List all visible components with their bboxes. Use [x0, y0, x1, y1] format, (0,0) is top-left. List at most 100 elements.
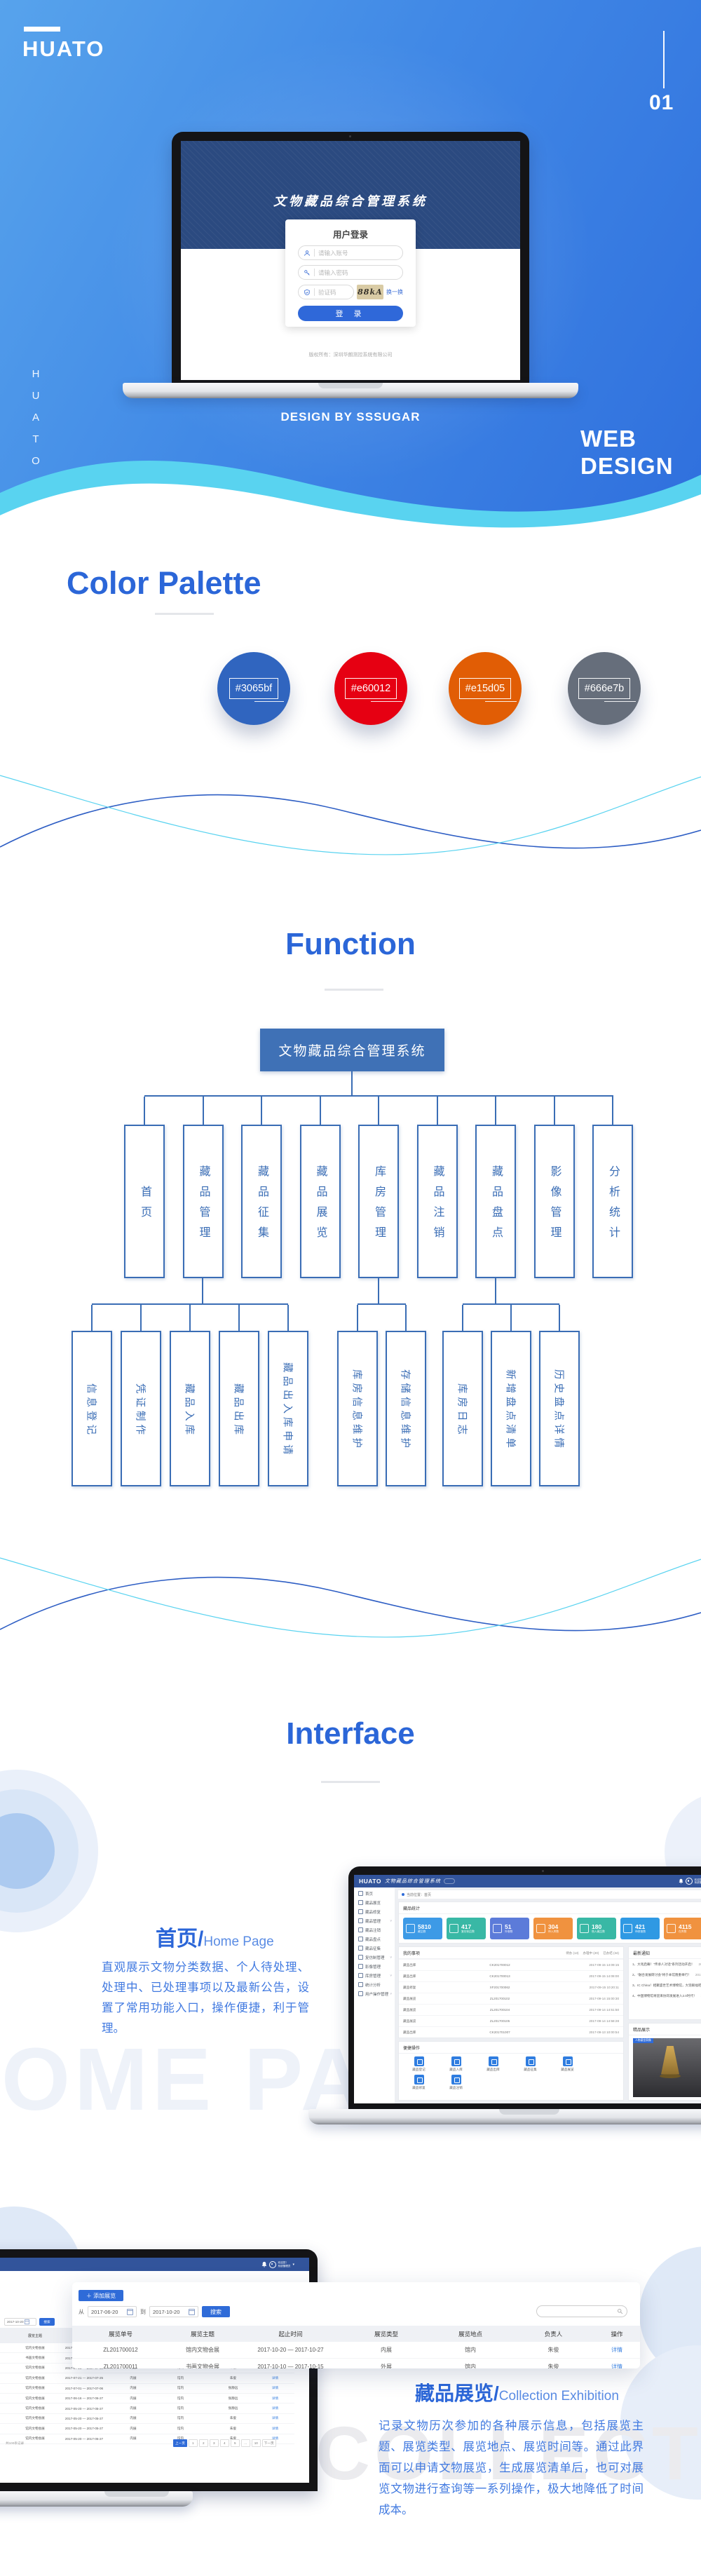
stat-card[interactable]: 5810 藏品数	[403, 1918, 442, 1939]
tasks-tab[interactable]: 已办结 (34)	[603, 1951, 619, 1955]
detail-link[interactable]: 详情	[271, 2426, 279, 2430]
notice-item[interactable]: 3、IC China！相聚盛世艺术博物馆，大饱眼福吧！ 2017-09-10	[629, 1980, 701, 1991]
table-row[interactable]: 馆内文物会展 2017-05-20 — 2017-05-27 内展 馆内 张静远…	[0, 2404, 294, 2414]
task-row[interactable]: 藏品出库 CK201700013 2017-09-15 14:08:00	[399, 1970, 623, 1981]
sidebar-item[interactable]: 藏品修复	[354, 1907, 395, 1916]
detail-link[interactable]: 详情	[271, 2375, 279, 2380]
sidebar-item[interactable]: 藏品管理 ˅	[354, 1916, 395, 1925]
page-button[interactable]: 10	[251, 2439, 261, 2447]
task-row[interactable]: 藏品修复 XF201700062 2017-09-15 10:20:11	[399, 1981, 623, 1993]
task-row[interactable]: 藏品出库 CK201701007 2017-09-13 10:00:54	[399, 2026, 623, 2038]
notice-item[interactable]: 1、大戏启幕！"传承人对话"系列活动开启！ 2017-09-15	[629, 1959, 701, 1970]
stat-card[interactable]: 304 待入库数	[533, 1918, 573, 1939]
detail-link[interactable]: 详情	[611, 2364, 622, 2368]
detail-link[interactable]: 详情	[271, 2416, 279, 2420]
notice-item[interactable]: 2、"融合发展研讨会"将于本馆隆重举行！ 2017-09-12	[629, 1970, 701, 1980]
account-input[interactable]: 请输入账号	[298, 245, 403, 260]
quick-action[interactable]: 藏品出库	[475, 2056, 512, 2072]
table-row[interactable]: 馆内文物会展 2017-07-21 — 2017-07-25 内展 馆内 朱俊 …	[0, 2373, 294, 2384]
page-button[interactable]: 1	[188, 2439, 198, 2447]
stat-card[interactable]: 51 外借数	[490, 1918, 529, 1939]
task-row[interactable]: 藏品出库 CK201700012 2017-09-15 14:09:15	[399, 1959, 623, 1970]
login-button[interactable]: 登 录	[298, 306, 403, 321]
detail-link[interactable]: 详情	[271, 2406, 279, 2411]
showcase-image[interactable]: 人物鎏金铜像	[633, 2038, 701, 2097]
stat-card[interactable]: 421 待修复数	[620, 1918, 660, 1939]
quick-action[interactable]: 藏品修复	[400, 2075, 437, 2090]
sidebar-item[interactable]: 首页	[354, 1889, 395, 1898]
sidebar-item[interactable]: 复仿制管理 ˅	[354, 1953, 395, 1962]
record-total: 共100条记录	[6, 2441, 25, 2445]
task-time: 2017-09-15 10:20:11	[589, 1986, 619, 1989]
quick-action[interactable]: 藏品入库	[437, 2056, 475, 2072]
sidebar-item[interactable]: 用户操作管理 ˅	[354, 1989, 395, 1998]
table-row[interactable]: 馆内文物会展 2017-05-20 — 2017-05-27 内展 馆内 朱俊 …	[0, 2434, 294, 2444]
add-exhibition-button[interactable]: ＋ 添加展览	[79, 2290, 123, 2301]
cell-place: 馆内	[465, 2347, 476, 2353]
from-date-input[interactable]: 2017-06-20	[88, 2306, 137, 2317]
hero-wave	[0, 461, 701, 547]
password-input[interactable]: 请输入密码	[298, 265, 403, 280]
table-row[interactable]: 馆内文物会展 2017-07-01 — 2017-07-06 内展 馆内 张静远…	[0, 2384, 294, 2394]
page-button[interactable]: 2	[198, 2439, 208, 2447]
bell-icon[interactable]	[679, 1878, 683, 1884]
captcha-input[interactable]: 验证码	[298, 285, 354, 299]
exhibition-heading-cn: 藏品展览	[415, 2382, 494, 2404]
page-button[interactable]: 上一页	[173, 2439, 187, 2447]
search-button[interactable]: 搜索	[202, 2306, 230, 2317]
sidebar-item[interactable]: 藏品注销	[354, 1925, 395, 1934]
mini-search-button[interactable]: 搜索	[39, 2318, 55, 2326]
quick-actions-panel: 便捷操作 藏品登记	[398, 2041, 624, 2101]
tasks-tab[interactable]: 待办 (13)	[566, 1951, 579, 1955]
stats-panel-title: 藏品统计	[399, 1902, 701, 1914]
bell-icon[interactable]	[261, 2261, 267, 2267]
page-button[interactable]: 下一页	[261, 2439, 276, 2447]
sidebar-item[interactable]: 统计分析	[354, 1980, 395, 1989]
stat-card[interactable]: 4115 在库数	[664, 1918, 701, 1939]
table-row[interactable]: 馆内文物会展 2017-05-20 — 2017-05-27 内展 馆内 朱俊 …	[0, 2414, 294, 2425]
captcha-refresh-link[interactable]: 换一换	[386, 289, 403, 295]
quick-action[interactable]: 藏品登记	[400, 2056, 437, 2072]
quick-action[interactable]: 藏品展览	[549, 2056, 586, 2072]
task-row[interactable]: 藏品展览 ZL201700102 2017-09-14 15:00:30	[399, 1993, 623, 2004]
vertical-brand-letter: U	[32, 390, 40, 402]
detail-link[interactable]: 详情	[271, 2396, 279, 2400]
tree-connector	[463, 1303, 559, 1305]
sidebar-item[interactable]: 影像管理	[354, 1962, 395, 1971]
quick-action[interactable]: 藏品注销	[437, 2075, 475, 2090]
tasks-tab[interactable]: 办理中 (20)	[583, 1951, 599, 1955]
menu-icon	[358, 1946, 363, 1951]
stat-card[interactable]: 180 借入藏品数	[577, 1918, 616, 1939]
task-row[interactable]: 藏品展览 ZL201700105 2017-09-14 14:58:28	[399, 2015, 623, 2026]
detail-link[interactable]: 详情	[611, 2347, 622, 2353]
task-row[interactable]: 藏品展览 ZL201700104 2017-09-14 14:51:50	[399, 2004, 623, 2015]
page-button[interactable]: 4	[219, 2439, 229, 2447]
key-icon	[304, 269, 310, 276]
table-row[interactable]: 馆内文物会展 2017-06-16 — 2017-06-27 内展 馆内 张静远…	[0, 2394, 294, 2404]
user-avatar-icon[interactable]	[685, 1878, 693, 1885]
detail-link[interactable]: 详情	[271, 2386, 279, 2390]
captcha-image[interactable]: 88kA	[356, 285, 383, 299]
showcase-panel-title: 精品展示	[629, 2023, 701, 2035]
stat-card[interactable]: 417 复仿制品数	[447, 1918, 486, 1939]
sidebar-item[interactable]: 藏品盘点	[354, 1934, 395, 1944]
mini-date-input[interactable]: 2017-10-20	[4, 2318, 36, 2326]
detail-link[interactable]: 详情	[271, 2436, 279, 2441]
sidebar-item-label: 藏品盘点	[365, 1937, 381, 1942]
to-date-input[interactable]: 2017-10-20	[149, 2306, 198, 2317]
user-avatar-icon[interactable]	[268, 2260, 276, 2268]
notice-item[interactable]: 4、中国博物馆将迎来协同发展进入2.0时代！ 2017-09-08	[629, 1991, 701, 2001]
page-button[interactable]: 5	[230, 2439, 240, 2447]
page-button[interactable]: …	[240, 2439, 250, 2447]
table-row[interactable]: ZL201700012 馆内文物会展 2017-10-20 — 2017-10-…	[72, 2342, 640, 2359]
task-type: 藏品出库	[403, 2030, 416, 2034]
sidebar-item[interactable]: 藏品征集	[354, 1944, 395, 1953]
search-input[interactable]	[536, 2305, 627, 2317]
table-row[interactable]: 馆内文物会展 2017-05-20 — 2017-05-27 内展 馆内 朱俊 …	[0, 2424, 294, 2434]
quick-action[interactable]: 藏品征集	[512, 2056, 549, 2072]
table-row[interactable]: ZL201700011 书画文物会展 2017-10-10 — 2017-10-…	[72, 2359, 640, 2368]
chevron-down-icon[interactable]: ▾	[292, 2262, 294, 2267]
page-button[interactable]: 3	[209, 2439, 219, 2447]
sidebar-item[interactable]: 藏品展览	[354, 1898, 395, 1907]
sidebar-item[interactable]: 库房管理 ˅	[354, 1971, 395, 1980]
